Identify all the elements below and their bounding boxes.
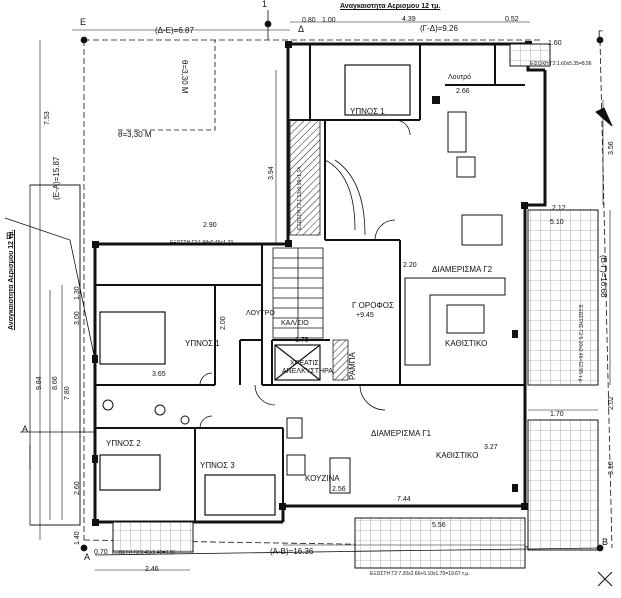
dim-310: 3.10 — [608, 461, 615, 475]
dim-327: 3.27 — [484, 444, 498, 451]
dim-439: 4.39 — [402, 16, 416, 23]
dim-100: 1.00 — [322, 17, 336, 24]
section-mark-1: 1 — [262, 0, 268, 9]
dimension-lines — [39, 21, 611, 571]
dim-780: 7.80 — [64, 386, 71, 400]
dim-080: 0.80 — [302, 17, 316, 24]
room-diam-g1: ΔΙΑΜΕΡΙΣΜΑ Γ1 — [371, 429, 432, 438]
dim-365: 3.65 — [152, 371, 166, 378]
dim-200: 2.00 — [220, 316, 227, 330]
furniture — [102, 111, 506, 494]
room-diam-g2: ΔΙΑΜΕΡΙΣΜΑ Γ2 — [432, 265, 493, 274]
dim-510: 5.10 — [550, 219, 564, 226]
room-kathistiko-g2: ΚΑΘΙΣΤΙΚΟ — [445, 339, 488, 348]
room-ypnos1: ΥΠΝΟΣ 1 — [185, 339, 220, 348]
section-mark-gamma: Γ — [598, 29, 603, 39]
dim-de: (Δ-Ε)=6.87 — [155, 26, 194, 35]
eisoxh-bottom-right: ΕΞΩΣΤΗ Γ2:7.20x2.66+5.10x1.70=19.67 τ.μ. — [370, 571, 470, 577]
dim-175: 1.75 — [295, 337, 309, 344]
dim-140: 1.40 — [74, 531, 81, 545]
room-loytro: ΛΟΥΤΡΟ — [246, 310, 275, 317]
room-xreais: ΧΡΕΑΤΙΣ — [290, 360, 319, 367]
room-kalpsio: ΚΑΛ/ΣΙΟ — [281, 320, 309, 327]
title-top: Αναγκαιοτητα Αερισμου 12 τμ. — [340, 3, 441, 10]
dim-202: 2.02 — [608, 396, 615, 410]
dim-753: 7.53 — [44, 111, 51, 125]
eisoxh-stair-side: ΕΞΩΣΤΗ Γ2:1.13x0.99=1.14 — [297, 166, 303, 230]
room-kathistiko-g1: ΚΑΘΙΣΤΙΚΟ — [436, 451, 479, 460]
dim-gd: (Γ-Δ)=9.26 — [420, 24, 458, 33]
section-mark-delta: Δ — [298, 24, 305, 34]
eisoxh-bottom-left: ΕΞΩΣΤΗ Γ2:2.45x1.40=3.36 — [112, 550, 176, 556]
elevator — [274, 344, 321, 381]
dim-556: 5.56 — [432, 522, 446, 529]
room-g-orofos: Γ ΟΡΟΦΟΣ — [352, 301, 394, 310]
staircase — [272, 159, 366, 339]
dim-170: 1.70 — [550, 411, 564, 418]
dim-052: 0.52 — [505, 16, 519, 23]
eisoxh-left-mid: ΕΞΩΣΤΗ Γ2:1.98x0.45=1.23 — [170, 240, 234, 246]
dim-212: 2.12 — [552, 205, 566, 212]
hatched-zones — [29, 119, 349, 526]
section-mark-b-left: B — [6, 231, 13, 241]
door-swings — [199, 119, 411, 429]
eisoxh-right: ΕΞΩΣΤΗΣ Γ2:5.10x2.46=12.55 τ.μ. — [577, 305, 583, 383]
room-koyzina: ΚΟΥΖΙΝΑ — [305, 474, 340, 483]
dim-290: 2.90 — [203, 222, 217, 229]
section-mark-a-bottom: A — [84, 552, 91, 562]
dim-266: 2.66 — [456, 88, 470, 95]
dim-300: 3.00 — [74, 311, 81, 325]
dim-theta-v: θ=3,30 Μ — [180, 60, 189, 94]
dim-866: 8.66 — [52, 376, 59, 390]
level-mark: +9.45 — [356, 312, 374, 319]
dim-260: 2.60 — [74, 481, 81, 495]
dim-130: 1.30 — [74, 286, 81, 300]
section-mark-b-bottom: B — [602, 537, 609, 547]
room-ypnos3: ΥΠΝΟΣ 3 — [200, 461, 235, 470]
section-lines — [4, 10, 604, 556]
compass-icon — [595, 107, 613, 587]
beds — [99, 64, 411, 516]
dim-356: 3.56 — [608, 141, 615, 155]
interior-walls — [95, 44, 525, 522]
dim-theta-h: θ=3,30 Μ — [118, 130, 152, 139]
dim-220: 2.20 — [403, 262, 417, 269]
room-anelkysthras: ΑΝΕΛΚΥΣΤΗΡΑ — [282, 368, 333, 375]
eisoxh-top: ΕΙΣΟΧΗ Γ2:1.60x5.35=8.56 — [530, 61, 592, 67]
dim-160: 1.60 — [548, 40, 562, 47]
dim-bg: (Β-Γ)=16.68 — [599, 255, 608, 298]
dim-070: 0.70 — [94, 549, 108, 556]
dim-246: 2.46 — [145, 566, 159, 573]
dim-984: 9.84 — [36, 376, 43, 390]
room-rampa: ΡΑΜΠΑ — [348, 352, 357, 380]
room-loytro-top: Λουτρό — [448, 74, 472, 81]
section-mark-a-left: A — [22, 424, 29, 434]
room-ypnos2: ΥΠΝΟΣ 2 — [106, 439, 141, 448]
dim-394: 3.94 — [268, 166, 275, 180]
section-mark-e: E — [80, 17, 87, 27]
title-left: Αναγκαιοτητα Αερισμου 12 τμ. — [8, 229, 15, 330]
room-ypnos1-top: ΥΠΝΟΣ 1 — [350, 107, 385, 116]
balconies — [112, 43, 599, 569]
dim-ea: (Ε-Α)=15.87 — [52, 156, 61, 200]
dim-ab: (Α-Β)=16.36 — [270, 547, 314, 556]
dim-256: 2.56 — [332, 486, 346, 493]
dim-744: 7.44 — [397, 496, 411, 503]
